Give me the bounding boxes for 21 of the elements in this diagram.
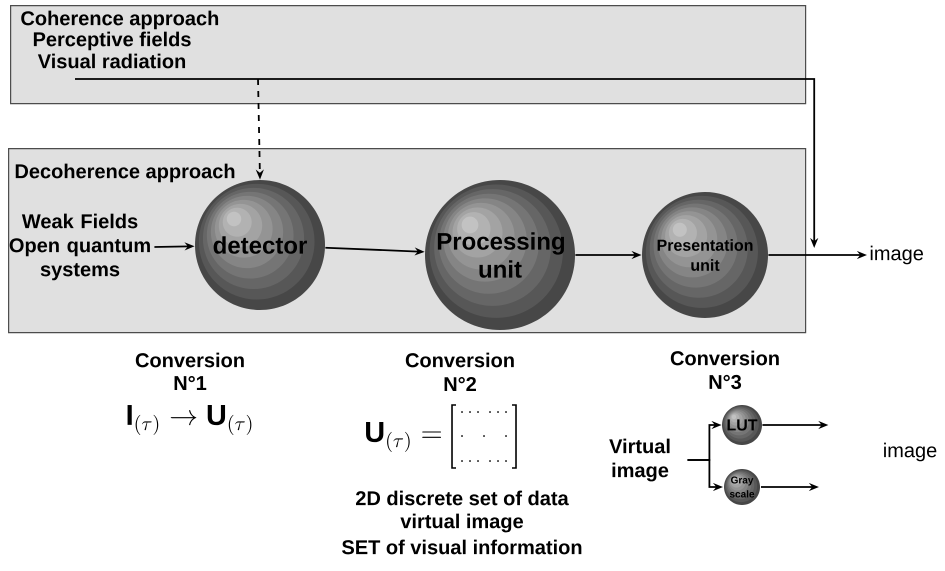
conversion-label: N°2 <box>444 377 476 391</box>
formula: $\mathbf{U}_{(\tau)} =$ <box>366 422 442 452</box>
formula: $\mathbf{I}_{(\tau)} \rightarrow \mathbf{U}_{(\tau)}$ <box>128 405 252 435</box>
conversion-label: Conversion <box>136 352 244 368</box>
input-text: Weak Fields Open quantum systems <box>10 214 150 280</box>
conversion-label: N°1 <box>174 376 206 390</box>
output-label: image <box>884 442 936 462</box>
conversion-label: Conversion <box>406 352 514 368</box>
description-text: virtual image <box>400 514 523 532</box>
approach-panel: Coherence approach Perceptive fields Visual radiation <box>10 5 806 104</box>
description-text: SET of visual information <box>342 540 582 554</box>
input-text: Virtual image <box>609 438 670 482</box>
sphere: LUT <box>722 405 762 445</box>
conversion-label: Conversion <box>670 350 779 366</box>
output-label: image <box>870 246 923 264</box>
conversion-label: N°3 <box>710 374 742 390</box>
sphere: Processing unit <box>425 180 575 330</box>
sphere: detector <box>195 180 325 310</box>
description-text: 2D discrete set of data <box>356 490 569 506</box>
sphere: Presentation unit <box>642 192 768 318</box>
sphere: Gray scale <box>724 469 760 505</box>
